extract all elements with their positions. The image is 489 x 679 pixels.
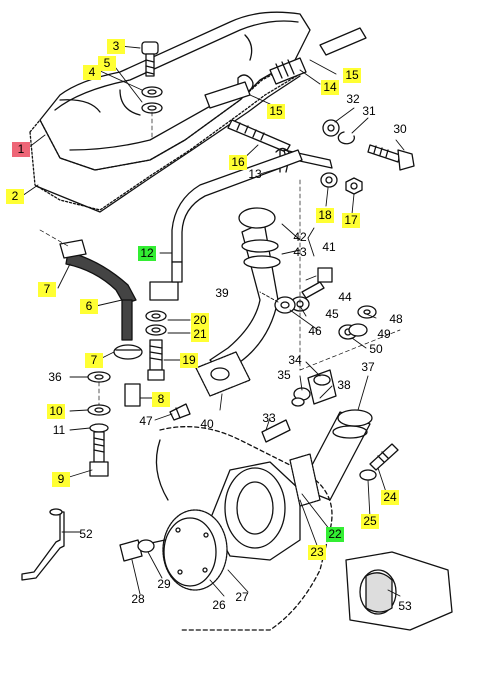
callout-12: 12 [138, 246, 156, 261]
callout-3: 3 [107, 39, 125, 54]
tube-39 [195, 207, 281, 397]
callout-23: 23 [308, 545, 326, 560]
callout-2: 2 [6, 189, 24, 204]
callout-27: 27 [235, 590, 249, 604]
callout-25: 25 [361, 514, 379, 529]
callout-43: 43 [293, 245, 307, 259]
callout-8: 8 [152, 392, 170, 407]
stud-19 [145, 310, 167, 381]
callout-7-lower: 7 [85, 353, 103, 368]
callout-40: 40 [200, 417, 214, 431]
callout-28: 28 [131, 592, 145, 606]
small-hardware-right [320, 119, 415, 195]
leader-lines [21, 45, 405, 597]
callout-15-mid: 15 [267, 104, 285, 119]
callout-4: 4 [83, 65, 101, 80]
callout-20: 20 [191, 313, 209, 328]
callout-33: 33 [262, 411, 276, 425]
pipe-12 [149, 149, 303, 301]
callout-47: 47 [139, 414, 153, 428]
pump-housing [209, 453, 321, 561]
callout-42: 42 [293, 230, 307, 244]
callout-35: 35 [277, 368, 291, 382]
callout-11: 11 [52, 423, 66, 437]
engine-block [155, 403, 333, 631]
callout-52: 52 [79, 527, 93, 541]
callout-1: 1 [12, 142, 30, 157]
alignment-lines [39, 111, 401, 406]
callout-34: 34 [288, 353, 302, 367]
callout-21: 21 [191, 327, 209, 342]
callout-9: 9 [52, 472, 70, 487]
bolt-stack-left [87, 371, 141, 477]
callout-45: 45 [325, 307, 339, 321]
callout-46: 46 [308, 324, 322, 338]
callout-16: 16 [229, 155, 247, 170]
callout-48: 48 [389, 312, 403, 326]
plug-53-inset [345, 551, 453, 631]
cover-plate-26 [119, 509, 228, 591]
callout-38: 38 [337, 378, 351, 392]
callout-44: 44 [338, 290, 352, 304]
callout-32: 32 [346, 92, 360, 106]
bolt-3 [141, 41, 163, 114]
callout-31: 31 [362, 104, 376, 118]
callout-24: 24 [381, 490, 399, 505]
bracket-52 [21, 508, 65, 581]
callout-36: 36 [48, 370, 62, 384]
callout-17: 17 [342, 213, 360, 228]
callout-53: 53 [398, 599, 412, 613]
callout-10: 10 [47, 404, 65, 419]
callout-41: 41 [322, 240, 336, 254]
callout-7-upper: 7 [38, 282, 56, 297]
callout-50: 50 [369, 342, 383, 356]
callout-49: 49 [377, 327, 391, 341]
callout-30: 30 [393, 122, 407, 136]
callout-37: 37 [361, 360, 375, 374]
callout-19: 19 [180, 353, 198, 368]
callout-18: 18 [316, 208, 334, 223]
callout-29: 29 [157, 577, 171, 591]
callout-15-top: 15 [343, 68, 361, 83]
bracket-34-38 [291, 369, 337, 407]
bolts-right-middle [274, 267, 377, 340]
hose-6 [59, 239, 143, 360]
callout-26: 26 [212, 598, 226, 612]
callout-13: 13 [248, 167, 262, 181]
pipe-37 [299, 409, 399, 501]
callout-22: 22 [326, 527, 344, 542]
callout-6: 6 [80, 299, 98, 314]
callout-39: 39 [215, 286, 229, 300]
callout-5: 5 [98, 56, 116, 71]
callout-14: 14 [321, 80, 339, 95]
